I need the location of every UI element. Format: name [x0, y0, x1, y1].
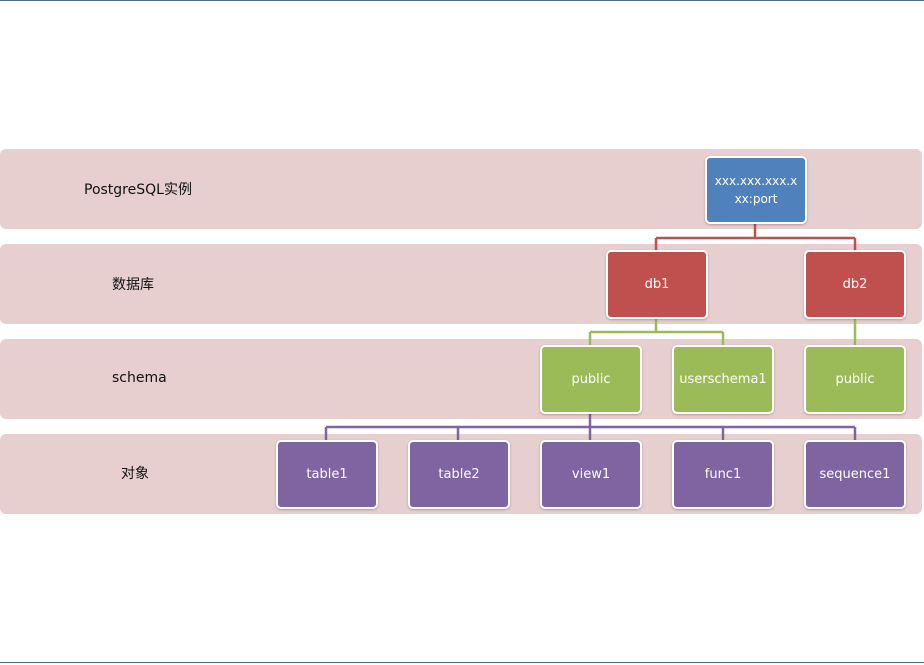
- level-label-object: 对象: [121, 466, 149, 482]
- node-db2-label: db2: [842, 276, 868, 292]
- top-border: [0, 0, 924, 1]
- node-object-sequence1: sequence1: [804, 440, 906, 509]
- node-object-func1-label: func1: [704, 466, 742, 482]
- node-schema-public-db1-label: public: [571, 371, 611, 387]
- band-database: [0, 244, 922, 324]
- node-object-view1-label: view1: [571, 466, 611, 482]
- node-object-table1-label: table1: [306, 466, 348, 482]
- node-instance-label: xxx.xxx.xxx.xxx:port: [714, 174, 798, 206]
- node-schema-public-db1: public: [540, 345, 642, 414]
- node-schema-public-db2-label: public: [835, 371, 875, 387]
- node-object-table1: table1: [276, 440, 378, 509]
- node-object-sequence1-label: sequence1: [819, 466, 891, 482]
- node-schema-userschema1-label: userschema1: [679, 371, 767, 387]
- node-object-view1: view1: [540, 440, 642, 509]
- node-schema-userschema1: userschema1: [672, 345, 774, 414]
- node-schema-public-db2: public: [804, 345, 906, 414]
- level-label-schema: schema: [112, 370, 167, 386]
- level-label-database: 数据库: [112, 277, 154, 293]
- node-instance: xxx.xxx.xxx.xxx:port: [705, 156, 807, 224]
- node-db2: db2: [804, 250, 906, 319]
- bottom-border: [0, 662, 924, 663]
- node-db1: db1: [606, 250, 708, 319]
- node-db1-label: db1: [644, 276, 670, 292]
- node-object-func1: func1: [672, 440, 774, 509]
- node-object-table2: table2: [408, 440, 510, 509]
- node-object-table2-label: table2: [438, 466, 480, 482]
- level-label-instance: PostgreSQL实例: [84, 182, 192, 198]
